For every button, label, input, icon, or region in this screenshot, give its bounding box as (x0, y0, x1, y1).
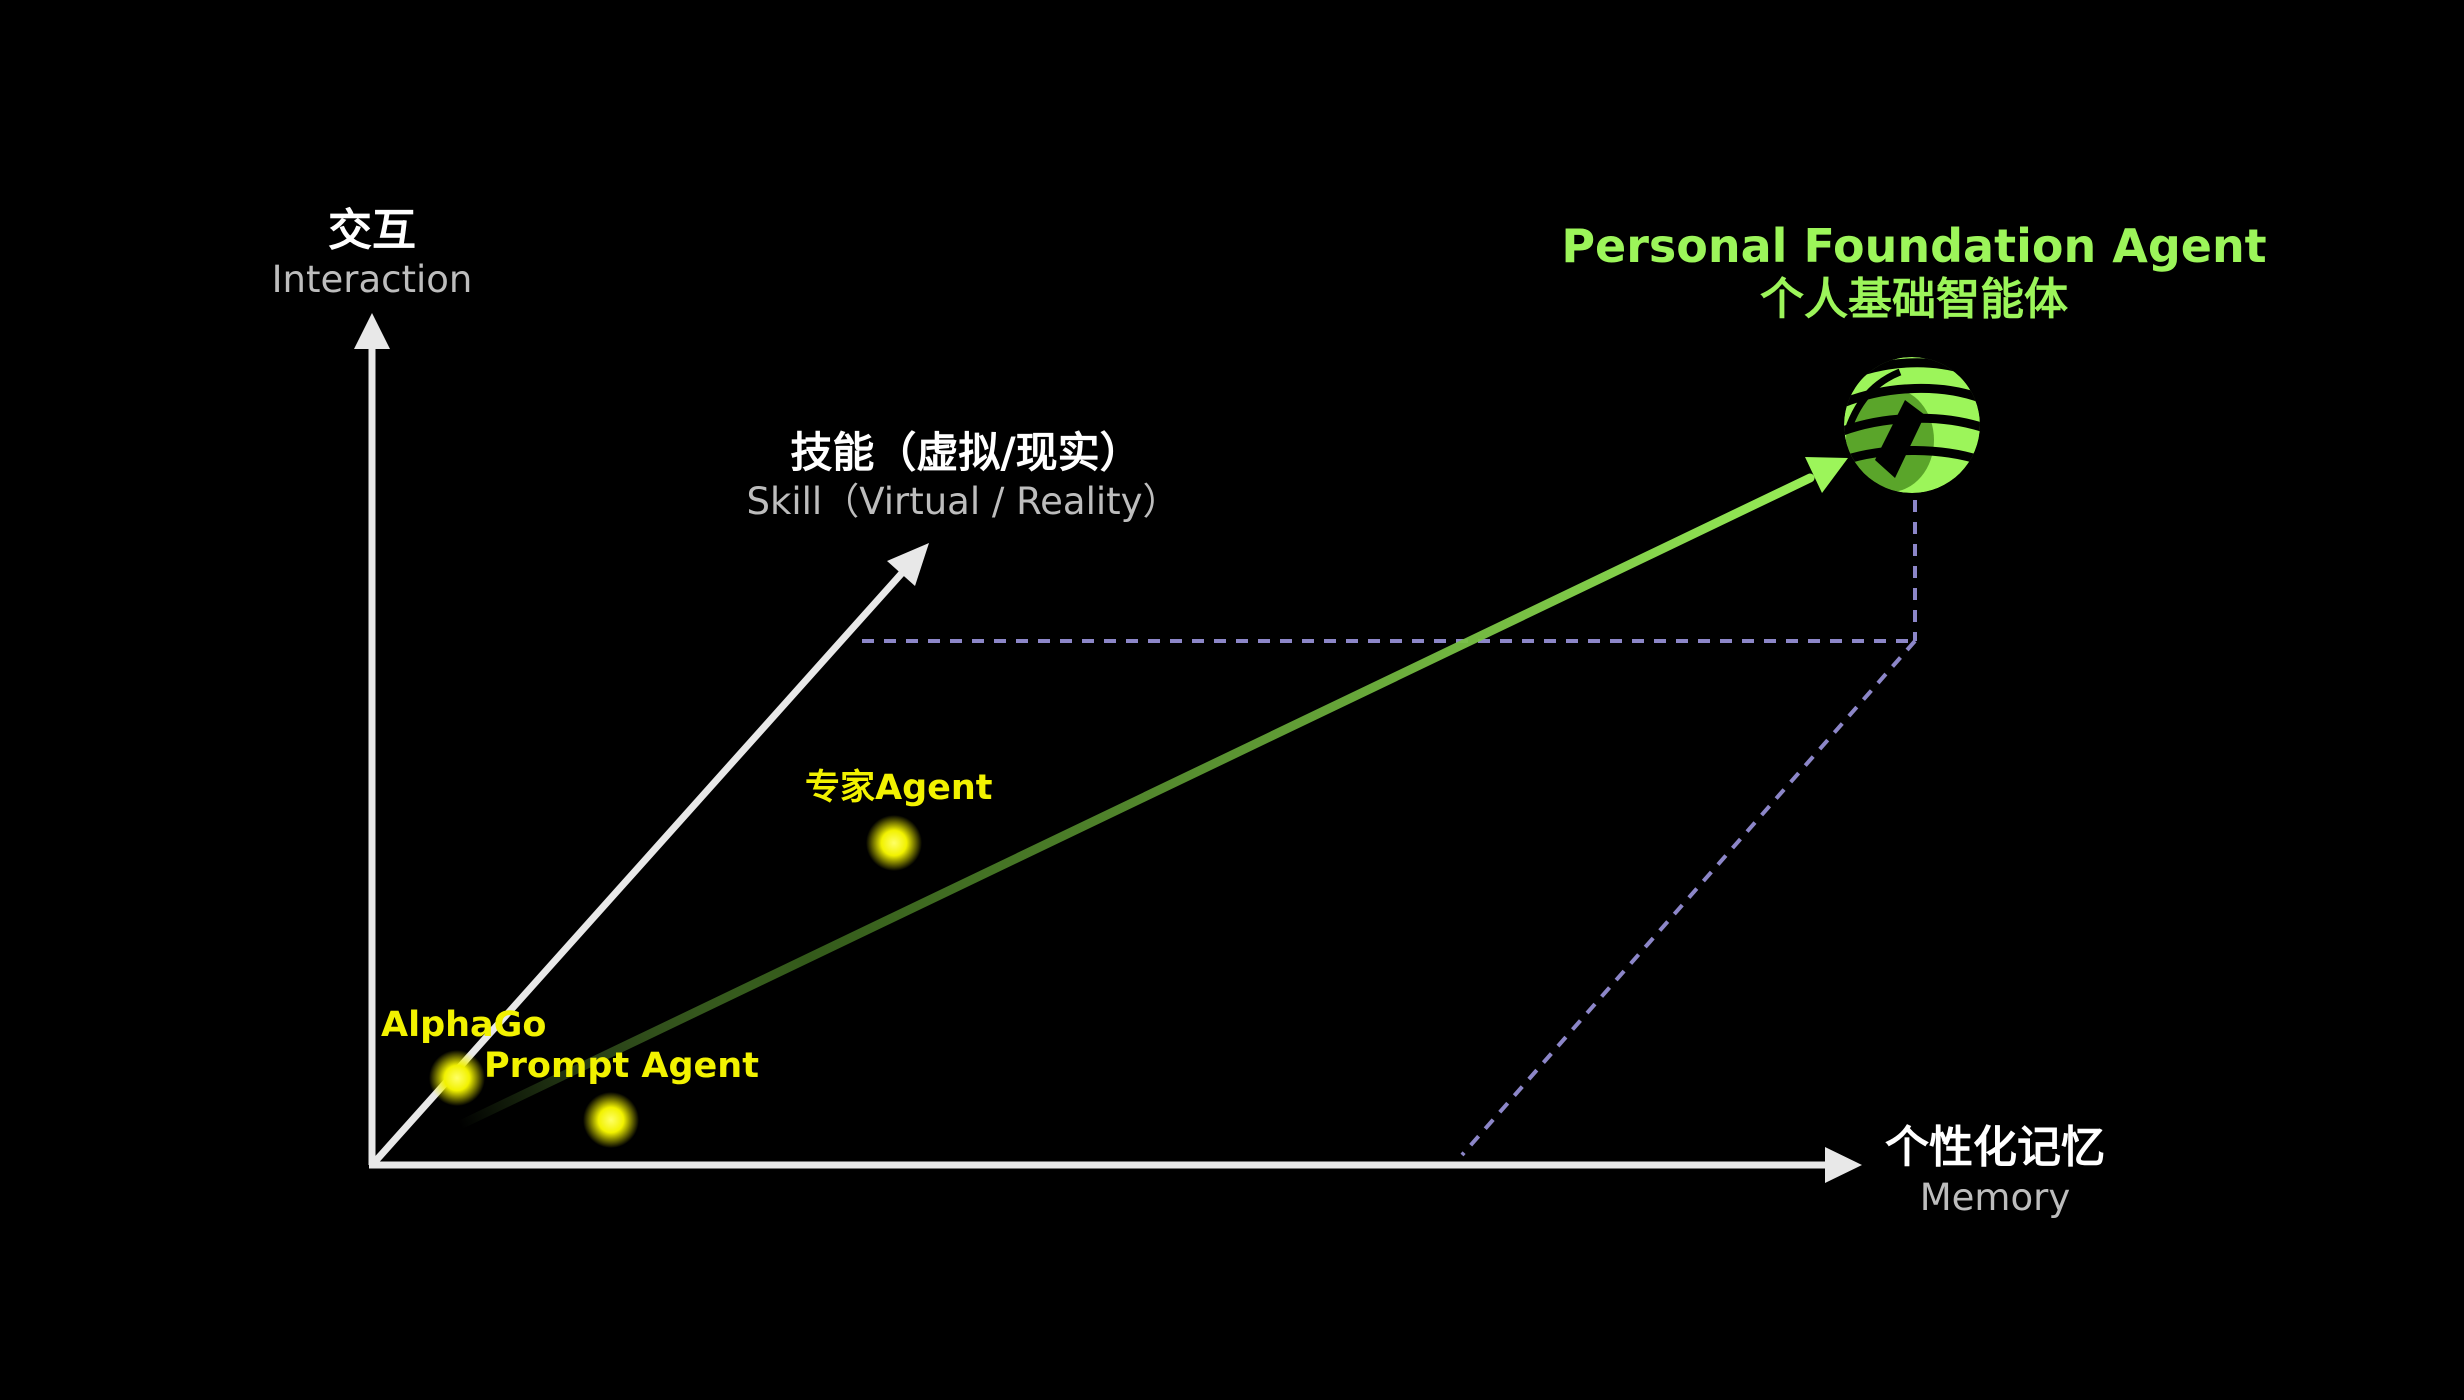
green-sphere-logo-icon (1844, 357, 1980, 493)
target-label: Personal Foundation Agent 个人基础智能体 (1561, 219, 2266, 325)
dashed-guide-diagonal (1460, 639, 1917, 1157)
skill-axis-title: 技能（虚拟/现实） (790, 428, 1141, 477)
point-expert-agent (866, 815, 922, 871)
memory-axis-title: 个性化记忆 (1885, 1122, 2105, 1173)
point-label-alphago: AlphaGo (381, 1005, 546, 1045)
interaction-axis-arrowhead (354, 313, 390, 349)
target-title: Personal Foundation Agent (1561, 219, 2266, 273)
interaction-axis-label: 交互 Interaction (272, 205, 473, 301)
target-subtitle: 个人基础智能体 (1760, 274, 2068, 325)
point-labels: AlphaGo Prompt Agent 专家Agent (381, 768, 993, 1086)
point-label-expert-agent: 专家Agent (805, 768, 993, 808)
data-points (429, 815, 922, 1148)
memory-axis-label: 个性化记忆 Memory (1885, 1122, 2105, 1219)
growth-arrow-head (1805, 457, 1848, 493)
dashed-guides (862, 500, 1917, 1157)
point-alphago (429, 1050, 485, 1106)
memory-axis-subtitle: Memory (1920, 1176, 2070, 1219)
interaction-axis-subtitle: Interaction (272, 258, 473, 301)
skill-axis-arrowhead (887, 543, 929, 586)
interaction-axis-title: 交互 (328, 205, 416, 256)
memory-axis-arrowhead (1825, 1147, 1862, 1183)
skill-axis-label: 技能（虚拟/现实） Skill（Virtual / Reality） (746, 428, 1179, 523)
growth-arrow (455, 457, 1848, 1130)
growth-arrow-shaft (455, 473, 1815, 1130)
point-prompt-agent (583, 1092, 639, 1148)
point-label-prompt-agent: Prompt Agent (484, 1046, 759, 1086)
skill-axis-subtitle: Skill（Virtual / Reality） (746, 480, 1179, 523)
